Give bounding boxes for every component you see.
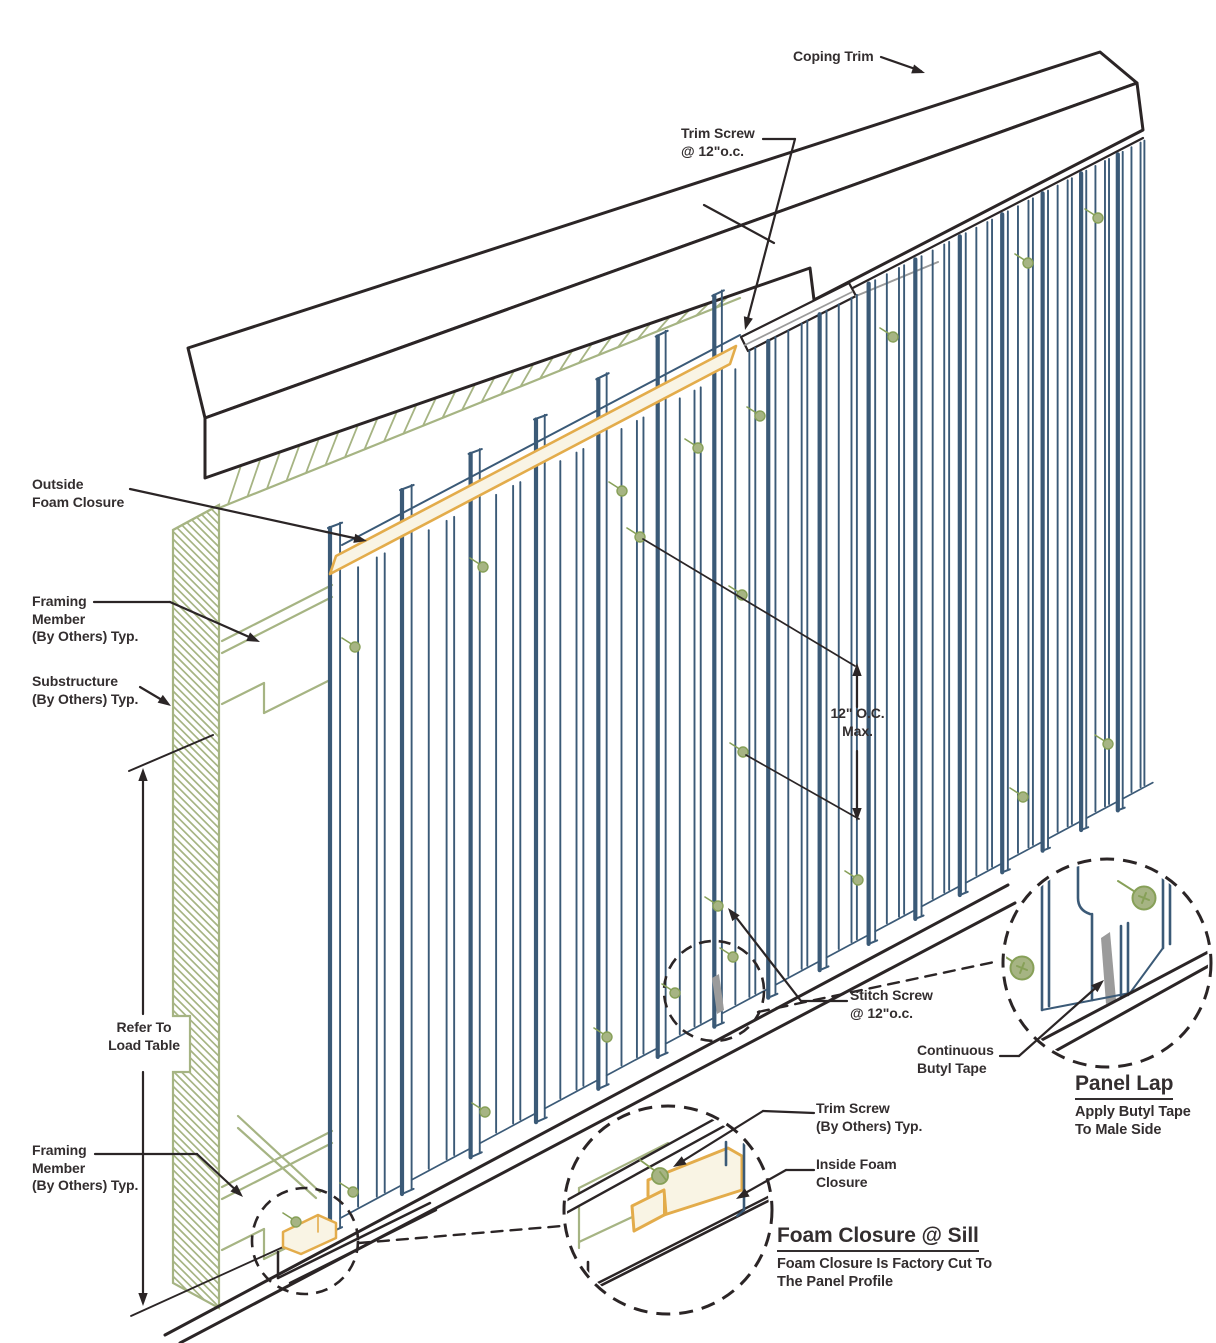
outside-foam-closure-label: Outside Foam Closure xyxy=(32,476,125,510)
framing-member-top-label: Framing Member (By Others) Typ. xyxy=(32,593,139,645)
panel-lap-note: Apply Butyl Tape To Male Side xyxy=(1075,1104,1191,1139)
coping-trim-label: Coping Trim xyxy=(793,48,874,64)
detail-panel-lap xyxy=(1001,857,1213,1069)
top-girt-band xyxy=(217,295,742,510)
trim-screw-bottom-label: Trim Screw (By Others) Typ. xyxy=(816,1100,923,1134)
sill-trim xyxy=(130,883,1017,1343)
fastener-spacing-label: 12" O.C. Max. xyxy=(830,705,885,739)
detail-source-rings xyxy=(250,939,1001,1296)
coping-trim xyxy=(186,50,1145,480)
panel-lap-heading: Panel Lap xyxy=(1075,1071,1173,1101)
framing-member-bottom-label: Framing Member (By Others) Typ. xyxy=(32,1142,139,1194)
continuous-butyl-tape-label: Continuous Butyl Tape xyxy=(917,1042,994,1076)
detail-foam-closure-at-sill xyxy=(562,1104,774,1316)
trim-screw-top-label: Trim Screw @ 12"o.c. xyxy=(681,125,755,159)
stitch-screw-label: Stitch Screw @ 12"o.c. xyxy=(850,987,933,1021)
substructure-label: Substructure (By Others) Typ. xyxy=(32,673,139,707)
dimension-lines xyxy=(128,538,862,1306)
leader-lines xyxy=(92,55,1104,1199)
foam-closure-sill-note: Foam Closure Is Factory Cut To The Panel… xyxy=(777,1256,993,1291)
framing-girts xyxy=(220,583,334,1261)
wall-panels xyxy=(326,139,1154,1235)
substructure-column xyxy=(171,503,221,1310)
foam-closure-sill-heading: Foam Closure @ Sill xyxy=(777,1223,979,1253)
screw-fasteners xyxy=(282,208,1114,1228)
inside-foam-closure-label: Inside Foam Closure xyxy=(816,1156,897,1190)
refer-to-load-table-label: Refer To Load Table xyxy=(108,1019,180,1053)
